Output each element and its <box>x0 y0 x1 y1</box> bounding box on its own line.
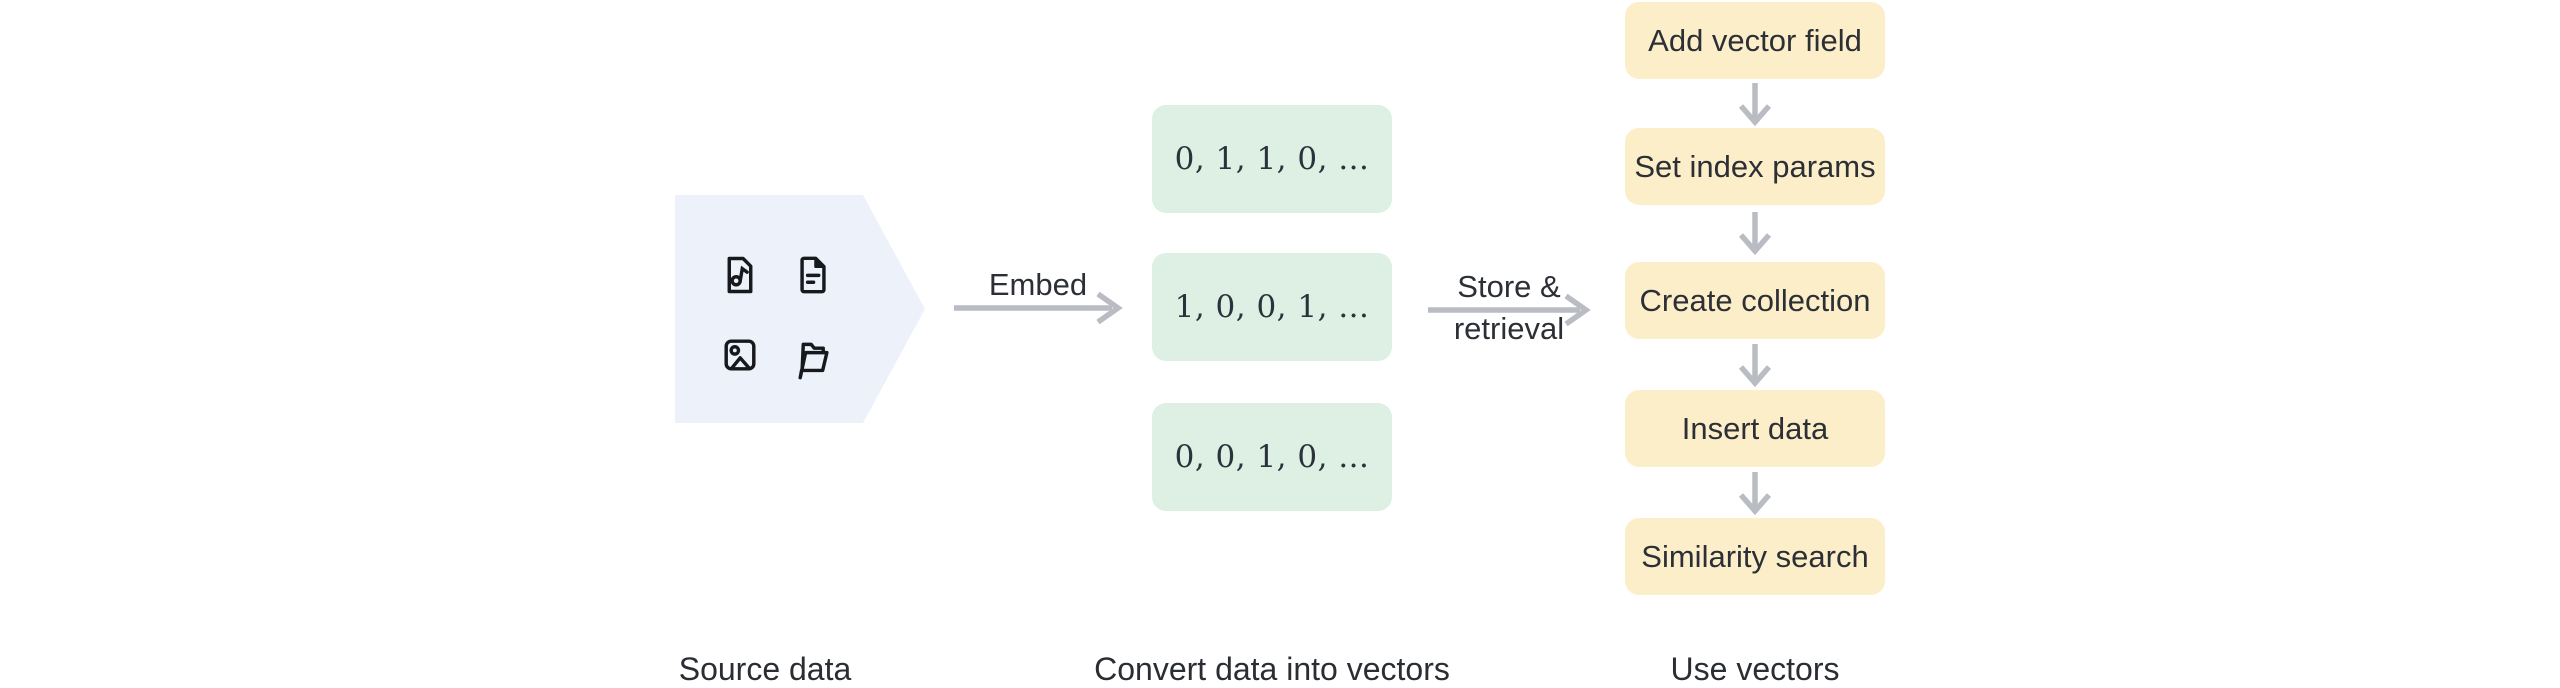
vector-box-2: 1, 0, 0, 1, ... <box>1152 253 1392 361</box>
down-arrow-4 <box>1738 472 1772 515</box>
source-data-shape <box>675 195 925 423</box>
text-file-icon <box>800 256 826 294</box>
store-arrow-label-line1: Store & <box>1457 269 1561 304</box>
vector-box-3: 0, 0, 1, 0, ... <box>1152 403 1392 511</box>
down-arrow-1 <box>1738 83 1772 126</box>
open-folder-icon <box>798 342 829 380</box>
step-similarity-search: Similarity search <box>1625 518 1885 595</box>
step-insert-data: Insert data <box>1625 390 1885 467</box>
step-set-index-params: Set index params <box>1625 128 1885 205</box>
caption-source-data: Source data <box>678 651 852 687</box>
step-create-collection: Create collection <box>1625 262 1885 339</box>
down-arrow-3 <box>1738 344 1772 387</box>
image-file-icon <box>724 339 756 371</box>
store-arrow-label-line2: retrieval <box>1453 311 1565 346</box>
music-file-icon <box>727 256 753 294</box>
caption-use-vectors: Use vectors <box>1670 651 1840 687</box>
embed-arrow-label: Embed <box>988 267 1088 302</box>
down-arrow-2 <box>1738 212 1772 255</box>
vector-box-1: 0, 1, 1, 0, ... <box>1152 105 1392 213</box>
caption-convert-data: Convert data into vectors <box>1094 651 1450 687</box>
embed-arrow <box>954 291 1123 325</box>
store-retrieval-arrow <box>1428 293 1591 327</box>
step-add-vector-field: Add vector field <box>1625 2 1885 79</box>
